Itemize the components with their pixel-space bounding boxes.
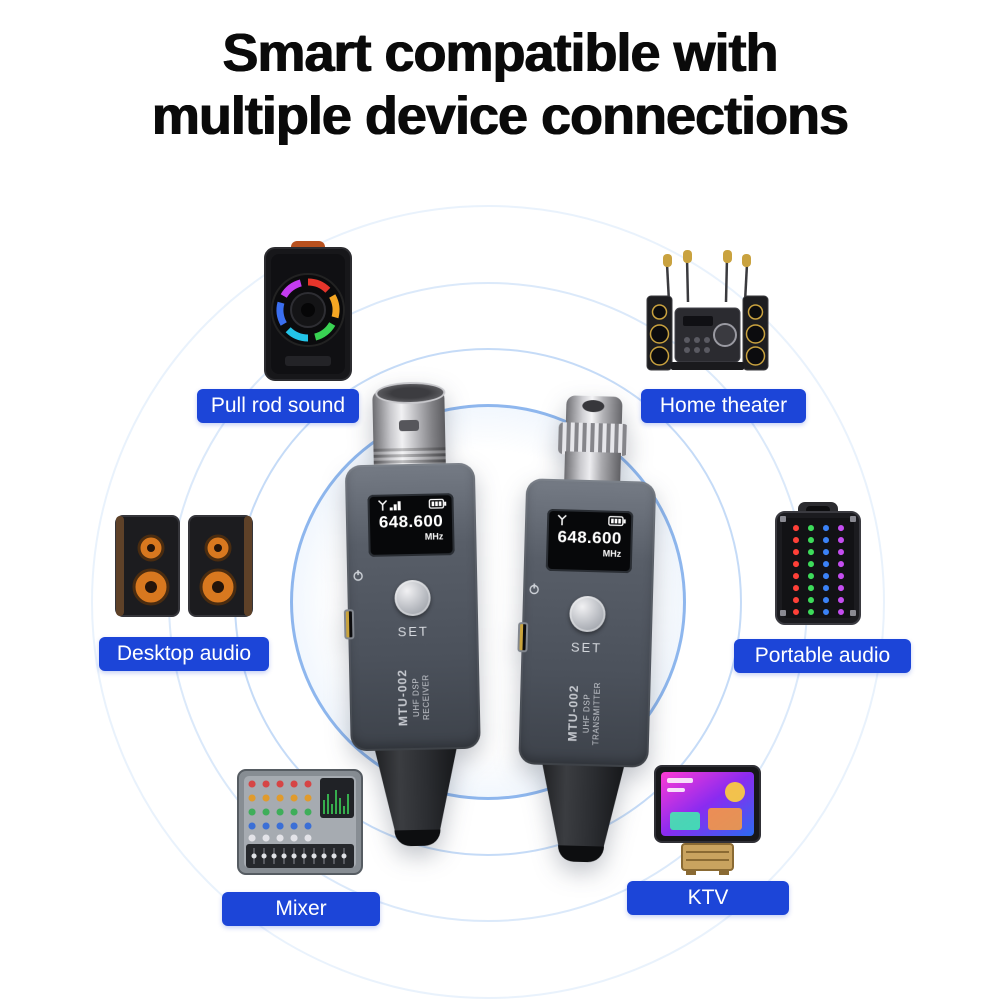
label-portable-audio: Portable audio	[734, 639, 911, 673]
transmitter-plug-cone	[529, 760, 635, 851]
transmitter-set-label: SET	[570, 639, 603, 656]
home-theater-image	[646, 250, 769, 371]
receiver-body: 648.600 MHz SET MTU-002 UHF DSP RECEIVER	[343, 462, 481, 752]
transmitter-display: 648.600 MHz	[545, 508, 634, 574]
receiver-frequency-unit: MHz	[424, 531, 444, 542]
transmitter-model-block: MTU-002 UHF DSP TRANSMITTER	[518, 664, 651, 762]
transmitter-set-button	[569, 595, 606, 633]
label-pull-rod-sound: Pull rod sound	[197, 389, 359, 423]
receiver-frequency-readout: 648.600	[378, 511, 444, 532]
transmitter-frequency-unit: MHz	[602, 548, 622, 559]
receiver-model-number: MTU-002	[395, 668, 411, 726]
transmitter-type-label: UHF DSP TRANSMITTER	[581, 681, 603, 746]
page-title: Smart compatible with multiple device co…	[0, 22, 1000, 148]
title-line-1: Smart compatible with	[222, 23, 778, 83]
transmitter-plug-tip	[557, 845, 605, 863]
battery-icon	[428, 498, 447, 509]
receiver-display: 648.600 MHz	[367, 493, 455, 557]
label-desktop-audio: Desktop audio	[99, 637, 269, 671]
receiver-set-button	[394, 579, 431, 617]
signal-ring-outer	[91, 205, 885, 999]
label-home-theater: Home theater	[641, 389, 806, 423]
transmitter-body: 648.600 MHz SET MTU-002 UHF DSP TRANSMIT…	[517, 478, 657, 768]
portable-speaker-image	[775, 502, 861, 625]
title-line-2: multiple device connections	[151, 86, 849, 147]
ktv-machine-image	[654, 765, 761, 875]
receiver-unit: 648.600 MHz SET MTU-002 UHF DSP RECEIVER	[333, 384, 493, 849]
antenna-signal-icon	[557, 514, 567, 526]
receiver-set-label: SET	[397, 623, 430, 640]
desktop-speakers-image	[115, 515, 253, 617]
battery-icon	[608, 515, 626, 527]
power-icon	[529, 583, 539, 595]
power-icon	[353, 570, 363, 581]
pull-rod-speaker-image	[264, 241, 352, 381]
receiver-plug-cone	[364, 745, 470, 835]
transmitter-frequency-readout: 648.600	[557, 527, 623, 548]
transmitter-model-number: MTU-002	[565, 683, 582, 742]
receiver-type-label: UHF DSP RECEIVER	[411, 673, 433, 720]
transmitter-unit: 648.600 MHz SET MTU-002 UHF DSP TRANSMIT…	[505, 394, 668, 870]
receiver-plug-tip	[394, 829, 441, 847]
label-mixer: Mixer	[222, 892, 380, 926]
label-ktv: KTV	[627, 881, 789, 915]
receiver-model-block: MTU-002 UHF DSP RECEIVER	[349, 649, 481, 746]
antenna-signal-icon	[378, 500, 401, 511]
mixer-image	[237, 769, 363, 875]
